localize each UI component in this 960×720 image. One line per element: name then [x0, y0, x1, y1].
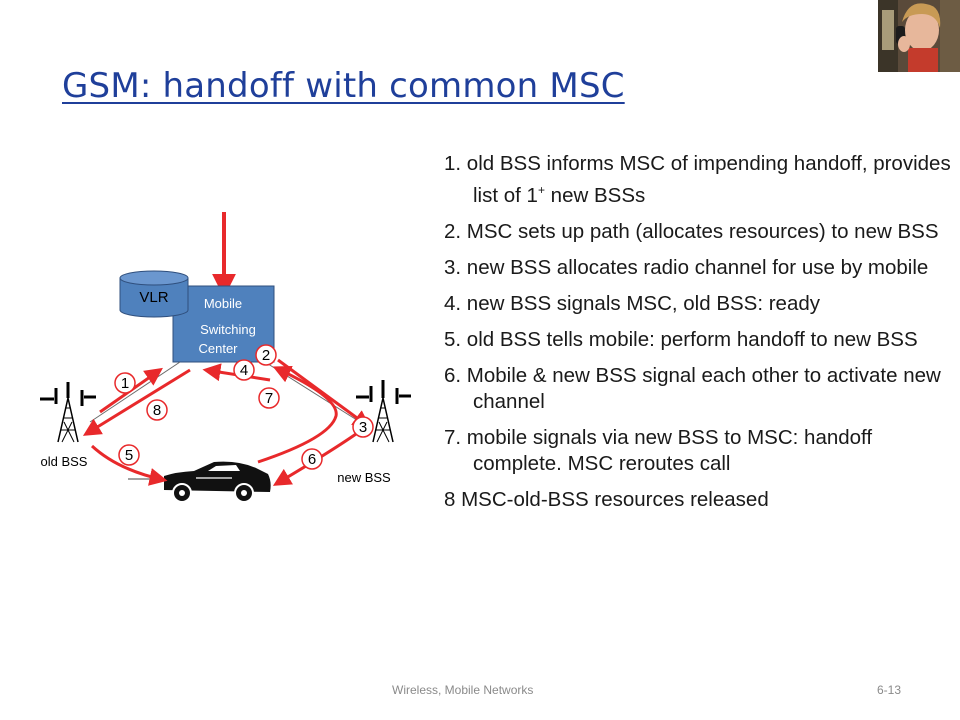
step-item: 4. new BSS signals MSC, old BSS: ready	[444, 291, 821, 315]
msc-label-line3: Center	[198, 341, 238, 356]
old-bss-label: old BSS	[41, 454, 88, 469]
new-bss-label: new BSS	[337, 470, 391, 485]
step-marker-2	[255, 344, 277, 366]
page-number: 6-13	[877, 683, 902, 697]
new-bss-tower-icon	[356, 380, 411, 443]
slide-footer: Wireless, Mobile Networks 6-13	[0, 683, 960, 703]
car-icon	[128, 461, 271, 503]
msc-label-line2: Switching	[200, 322, 256, 337]
step-item: 5. old BSS tells mobile: perform handoff…	[444, 327, 918, 351]
arrow-step-2	[277, 358, 371, 429]
step-marker-8-label: 8	[153, 402, 161, 419]
arrow-step-5	[90, 444, 168, 486]
slide-title: GSM: handoff with common MSC	[62, 66, 625, 106]
step-item: 6. Mobile & new BSS signal each other to…	[444, 363, 941, 413]
handoff-steps-list: 1. old BSS informs MSC of impending hand…	[444, 151, 954, 523]
step-item: 7. mobile signals via new BSS to MSC: ha…	[444, 425, 873, 475]
step-marker-2-label: 2	[262, 347, 270, 364]
step-marker-1	[114, 372, 136, 394]
step-marker-3	[352, 416, 374, 438]
old-bss-tower-icon	[40, 382, 96, 443]
step-item: 2. MSC sets up path (allocates resources…	[444, 219, 939, 243]
arrow-step-6	[272, 432, 357, 486]
arrow-step-8	[82, 368, 191, 436]
step-marker-5-label: 5	[125, 447, 133, 464]
step-marker-6-label: 6	[308, 451, 316, 468]
step-marker-6	[301, 448, 323, 470]
arrow-step-7	[257, 365, 338, 464]
vlr-label: VLR	[139, 289, 168, 306]
msc-label-line1: Mobile	[204, 296, 242, 311]
person-on-phone-photo	[878, 0, 960, 72]
step-marker-7	[258, 387, 280, 409]
step-marker-1-label: 1	[121, 375, 129, 392]
step-marker-8	[146, 399, 168, 421]
step-marker-4	[233, 359, 255, 381]
footer-label: Wireless, Mobile Networks	[392, 683, 534, 697]
step-item: 8 MSC-old-BSS resources released	[444, 487, 769, 511]
vlr-database-icon	[119, 270, 189, 318]
step-marker-4-label: 4	[240, 362, 248, 379]
step-marker-3-label: 3	[359, 419, 367, 436]
step-item: 3. new BSS allocates radio channel for u…	[444, 255, 929, 279]
step-marker-5	[118, 444, 140, 466]
step-item: 1. old BSS informs MSC of impending hand…	[444, 152, 951, 207]
step-marker-7-label: 7	[265, 390, 273, 407]
handoff-diagram: Mobile Switching Center VLR old BSS new …	[40, 212, 411, 503]
